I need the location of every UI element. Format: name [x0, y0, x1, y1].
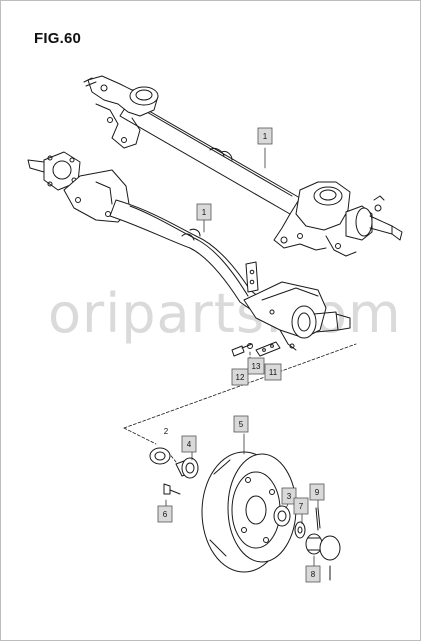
callout-8: 8 [305, 565, 321, 583]
callout-label: 9 [315, 488, 320, 497]
lower-axle-beam [27, 151, 351, 351]
callout-label: 11 [269, 368, 278, 377]
callout-1-upper: 1 [257, 127, 273, 145]
callout-11: 11 [264, 363, 282, 381]
callout-label: 8 [311, 570, 316, 579]
callout-6: 6 [157, 505, 173, 523]
callout-label: 5 [239, 420, 244, 429]
callout-5: 5 [233, 415, 249, 433]
callout-13: 13 [247, 357, 265, 375]
callout-2: 2 [164, 427, 169, 436]
callout-12: 12 [231, 368, 249, 386]
callout-label: 3 [287, 492, 292, 501]
callout-label: 13 [252, 362, 261, 371]
callout-label: 7 [299, 502, 304, 511]
figure-title: FIG.60 [34, 30, 82, 47]
leader-lines-dashed [123, 343, 357, 463]
watermark-text: oriparts.com [48, 282, 402, 345]
fasteners-12-13-11 [231, 341, 281, 357]
callout-label: 6 [163, 510, 168, 519]
callout-label: 2 [164, 427, 169, 436]
callout-1-lower: 1 [196, 203, 212, 221]
callout-9: 9 [309, 483, 325, 501]
drum-exploded-view [149, 447, 341, 581]
callout-label: 1 [202, 208, 207, 217]
callout-3: 3 [281, 487, 297, 505]
callout-7: 7 [293, 497, 309, 515]
upper-axle-beam [83, 75, 403, 257]
callout-label: 12 [236, 373, 245, 382]
callout-label: 1 [263, 132, 268, 141]
callout-label: 4 [187, 440, 192, 449]
callout-4: 4 [181, 435, 197, 453]
